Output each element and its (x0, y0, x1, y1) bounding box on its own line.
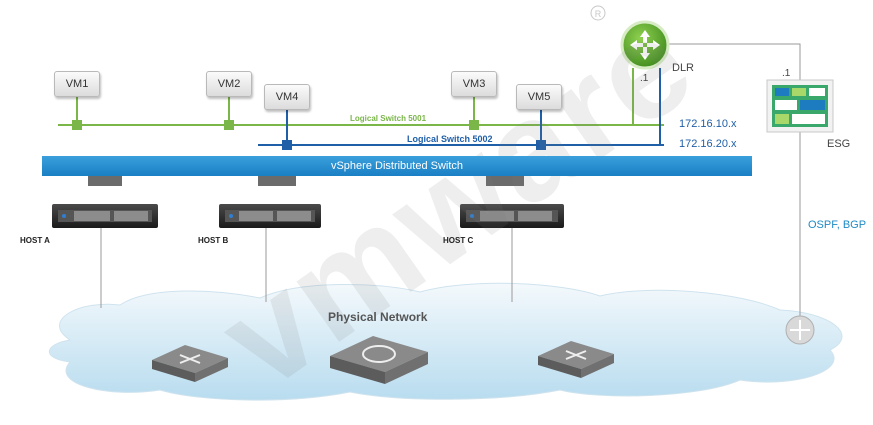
vm3-box[interactable]: VM3 (451, 71, 497, 97)
vds-uplink-a (88, 176, 122, 186)
physical-switch-right (538, 341, 614, 378)
vds-uplink-b (258, 176, 296, 186)
physical-edge-router-icon (785, 315, 815, 345)
physical-network-label: Physical Network (328, 310, 428, 324)
logical-switch-5002-label: Logical Switch 5002 (407, 134, 493, 144)
vm2-port (224, 120, 234, 130)
vsphere-distributed-switch[interactable]: vSphere Distributed Switch (42, 156, 752, 176)
host-a-label: HOST A (20, 236, 50, 245)
vm4-box[interactable]: VM4 (264, 84, 310, 110)
host-a-server (52, 204, 158, 228)
logical-switch-5001-label: Logical Switch 5001 (350, 114, 427, 123)
dlr-ip-label: .1 (640, 73, 649, 84)
dlr-router-icon (620, 20, 670, 70)
vm2-box[interactable]: VM2 (206, 71, 252, 97)
dlr-label: DLR (672, 62, 695, 74)
registered-mark-icon: R (590, 5, 606, 21)
vds-uplink-c (486, 176, 524, 186)
host-b-label: HOST B (198, 236, 229, 245)
dlr-esg-link (668, 43, 801, 80)
vm5-box[interactable]: VM5 (516, 84, 562, 110)
vm1-box[interactable]: VM1 (54, 71, 100, 97)
physical-router-center (330, 336, 428, 384)
host-b-server (219, 204, 321, 228)
vm3-port (469, 120, 479, 130)
vm5-port (536, 140, 546, 150)
vm4-port (282, 140, 292, 150)
host-c-server (460, 204, 564, 228)
subnet-1-label: 172.16.10.x (679, 118, 737, 130)
host-c-label: HOST C (443, 236, 474, 245)
svg-text:R: R (595, 9, 602, 19)
physical-switch-left (152, 345, 228, 382)
esg-label: ESG (827, 138, 851, 150)
vm1-port (72, 120, 82, 130)
esg-appliance-icon (766, 79, 834, 133)
subnet-2-label: 172.16.20.x (679, 138, 737, 150)
physical-network-cloud (48, 282, 843, 401)
routing-protocol-label: OSPF, BGP (808, 219, 867, 231)
esg-ip-label: .1 (782, 68, 791, 79)
